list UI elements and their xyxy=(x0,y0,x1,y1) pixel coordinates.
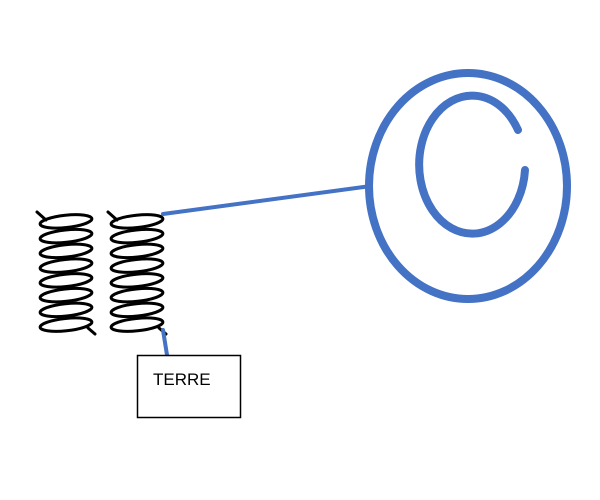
coil-turn xyxy=(38,272,94,289)
coil-turn xyxy=(109,227,165,245)
coil-turn xyxy=(109,301,165,319)
coil-turn xyxy=(38,316,94,333)
primary-coil xyxy=(35,210,97,336)
coil-turn xyxy=(38,242,94,260)
antenna-outer-loop xyxy=(365,69,571,303)
coil-turn xyxy=(38,257,94,274)
secondary-coil xyxy=(106,210,168,336)
coil-turn xyxy=(109,286,165,304)
coil-turn xyxy=(38,227,94,245)
coil-turn xyxy=(38,286,94,304)
coil-turn xyxy=(109,257,165,274)
coil-lead xyxy=(86,326,97,336)
top-connection-wire xyxy=(161,184,373,216)
ground-box-label: TERRE xyxy=(153,370,211,389)
coil-turn xyxy=(109,316,165,333)
coil-lead xyxy=(35,210,48,222)
coil-lead xyxy=(106,210,119,222)
coil-turn xyxy=(38,301,94,319)
antenna-inner-loop xyxy=(415,91,529,238)
ground-box xyxy=(136,354,242,419)
coil-turn xyxy=(38,213,94,230)
coil-turn xyxy=(109,242,165,260)
coil-turn xyxy=(109,213,165,230)
ground-connection-wire xyxy=(161,328,169,357)
coil-turn xyxy=(109,272,165,289)
